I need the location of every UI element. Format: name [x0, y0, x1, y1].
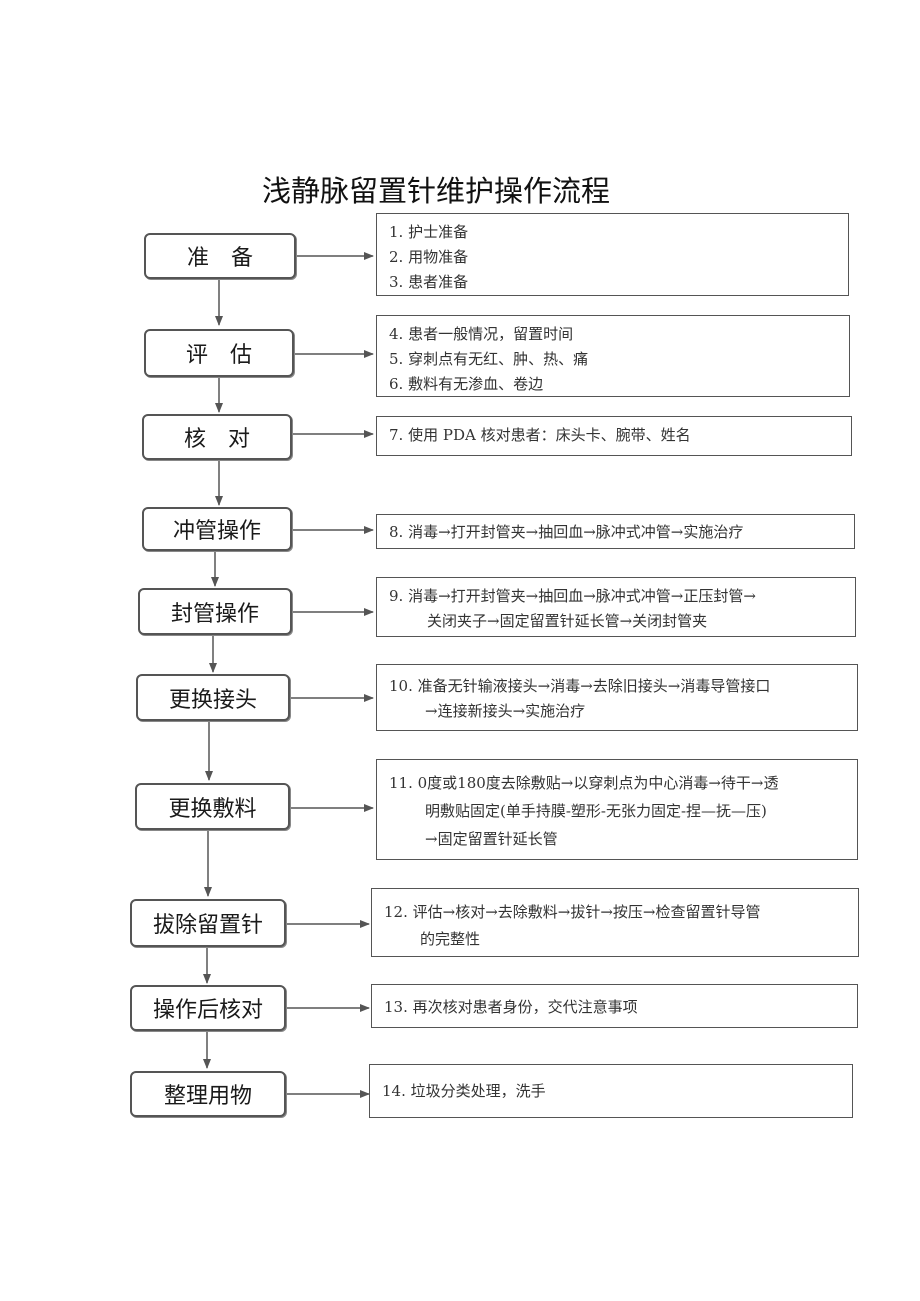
step-box-replace-connector: 更换接头: [136, 674, 290, 721]
note-line: →固定留置针延长管: [425, 830, 558, 848]
step-label: 冲管操作: [172, 519, 261, 544]
step-box-seal: 封管操作: [138, 588, 292, 635]
note-line: 10. 准备无针输液接头→消毒→去除旧接头→消毒导管接口: [389, 677, 771, 695]
step-box-prepare: 准 备: [144, 233, 296, 279]
step-box-verify: 核 对: [142, 414, 292, 460]
step-box-assess: 评 估: [144, 329, 294, 377]
step-label: 更换敷料: [168, 796, 257, 822]
step-label: 评 估: [185, 343, 252, 368]
note-line: 5. 穿刺点有无红、肿、热、痛: [389, 350, 589, 368]
step-label: 准 备: [186, 246, 253, 271]
note-line: 3. 患者准备: [389, 273, 469, 291]
note-line: 明敷贴固定(单手持膜-塑形-无张力固定-捏—抚—压): [425, 802, 767, 820]
note-line: 14. 垃圾分类处理，洗手: [382, 1082, 546, 1100]
step-label: 更换接头: [168, 687, 257, 713]
note-line: 8. 消毒→打开封管夹→抽回血→脉冲式冲管→实施治疗: [389, 523, 744, 541]
step-label: 整理用物: [163, 1084, 252, 1109]
note-box-prepare: 1. 护士准备 2. 用物准备 3. 患者准备: [376, 213, 849, 296]
step-box-replace-dressing: 更换敷料: [135, 783, 290, 830]
page-title: 浅静脉留置针维护操作流程: [262, 174, 611, 208]
note-line: 1. 护士准备: [389, 223, 469, 241]
note-box-assess: 4. 患者一般情况，留置时间 5. 穿刺点有无红、肿、热、痛 6. 敷料有无渗血…: [376, 315, 850, 397]
note-box-replace-dressing: 11. 0度或180度去除敷贴→以穿刺点为中心消毒→待干→透 明敷贴固定(单手持…: [376, 759, 858, 860]
note-box-verify: 7. 使用 PDA 核对患者：床头卡、腕带、姓名: [376, 416, 852, 456]
note-line: 13. 再次核对患者身份，交代注意事项: [384, 998, 638, 1016]
note-line: 4. 患者一般情况，留置时间: [389, 325, 574, 343]
note-line: 11. 0度或180度去除敷贴→以穿刺点为中心消毒→待干→透: [389, 774, 779, 792]
note-box-replace-connector: 10. 准备无针输液接头→消毒→去除旧接头→消毒导管接口 →连接新接头→实施治疗: [376, 664, 858, 731]
step-label: 封管操作: [170, 601, 259, 627]
note-box-seal: 9. 消毒→打开封管夹→抽回血→脉冲式冲管→正压封管→ 关闭夹子→固定留置针延长…: [376, 577, 856, 637]
step-label: 操作后核对: [152, 998, 263, 1023]
note-box-tidy-supplies: 14. 垃圾分类处理，洗手: [369, 1064, 853, 1118]
note-box-remove-catheter: 12. 评估→核对→去除敷料→拔针→按压→检查留置针导管 的完整性: [371, 888, 859, 957]
note-line: 6. 敷料有无渗血、卷边: [389, 375, 544, 393]
note-line: 的完整性: [420, 930, 481, 948]
step-box-remove-catheter: 拔除留置针: [130, 899, 286, 947]
note-line: 2. 用物准备: [389, 248, 469, 266]
note-line: 9. 消毒→打开封管夹→抽回血→脉冲式冲管→正压封管→: [389, 587, 756, 605]
note-line: →连接新接头→实施治疗: [425, 702, 586, 720]
note-line: 关闭夹子→固定留置针延长管→关闭封管夹: [427, 612, 708, 630]
note-box-post-verify: 13. 再次核对患者身份，交代注意事项: [371, 984, 858, 1028]
step-box-post-verify: 操作后核对: [130, 985, 286, 1031]
step-box-tidy-supplies: 整理用物: [130, 1071, 286, 1117]
step-box-flush: 冲管操作: [142, 507, 292, 551]
step-label: 核 对: [183, 427, 250, 452]
note-line: 7. 使用 PDA 核对患者：床头卡、腕带、姓名: [389, 426, 691, 444]
note-line: 12. 评估→核对→去除敷料→拔针→按压→检查留置针导管: [384, 903, 761, 921]
step-label: 拔除留置针: [152, 913, 263, 938]
note-box-flush: 8. 消毒→打开封管夹→抽回血→脉冲式冲管→实施治疗: [376, 514, 855, 549]
